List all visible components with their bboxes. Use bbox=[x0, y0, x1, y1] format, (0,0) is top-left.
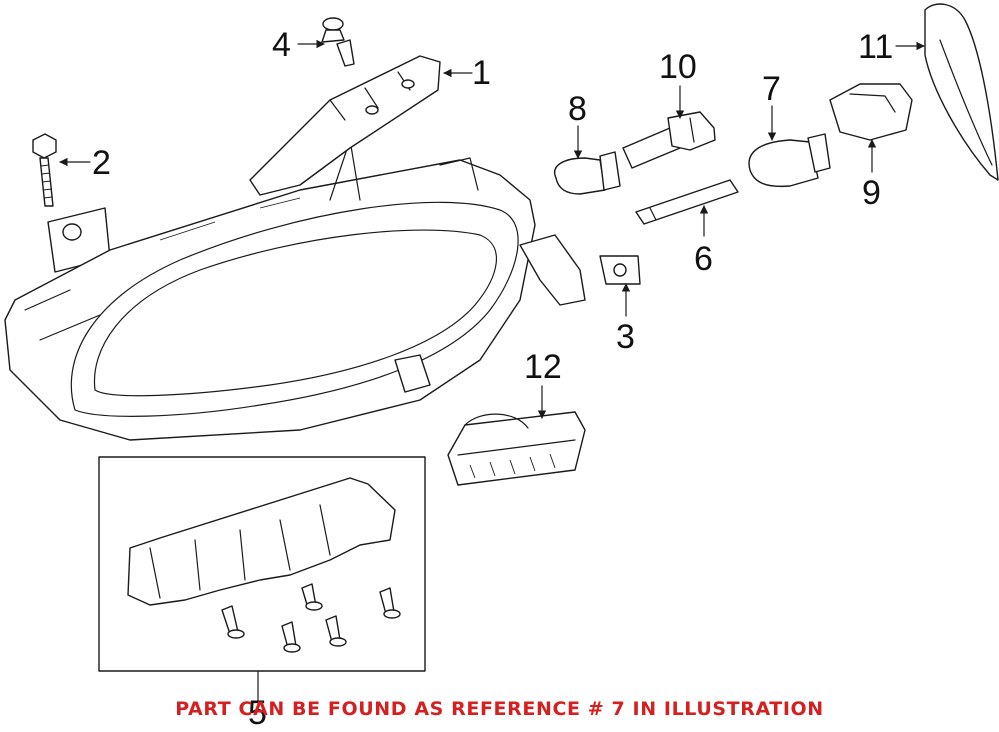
headlamp-assembly bbox=[4, 139, 586, 441]
bolt-part-2 bbox=[32, 133, 57, 207]
socket-part-10 bbox=[622, 111, 716, 169]
callout-1: 1 bbox=[472, 54, 491, 92]
cover-part-11 bbox=[924, 3, 999, 181]
callout-6: 6 bbox=[694, 240, 713, 278]
socket-part-9 bbox=[829, 83, 913, 141]
reference-note: PART CAN BE FOUND AS REFERENCE # 7 IN IL… bbox=[175, 698, 824, 720]
callout-8: 8 bbox=[568, 90, 587, 128]
bulb-part-6 bbox=[635, 179, 739, 225]
callout-4: 4 bbox=[272, 26, 291, 64]
callout-2: 2 bbox=[92, 144, 111, 182]
repair-kit-part-5 bbox=[98, 456, 426, 672]
clip-part-3 bbox=[599, 255, 641, 285]
callout-7: 7 bbox=[762, 70, 781, 108]
bulb-part-7 bbox=[748, 133, 831, 188]
callout-5: 5 bbox=[248, 694, 267, 732]
push-pin-part-4 bbox=[321, 17, 355, 67]
leader-lines bbox=[59, 39, 925, 701]
bulb-part-8 bbox=[554, 151, 621, 195]
callout-10: 10 bbox=[659, 48, 697, 86]
mounting-bracket-part-1 bbox=[249, 55, 441, 196]
callout-11: 11 bbox=[858, 28, 894, 66]
callout-9: 9 bbox=[862, 174, 881, 212]
kit-screws bbox=[221, 583, 401, 653]
control-module-part-12 bbox=[447, 411, 586, 486]
callout-3: 3 bbox=[616, 318, 635, 356]
callout-12: 12 bbox=[524, 348, 562, 386]
